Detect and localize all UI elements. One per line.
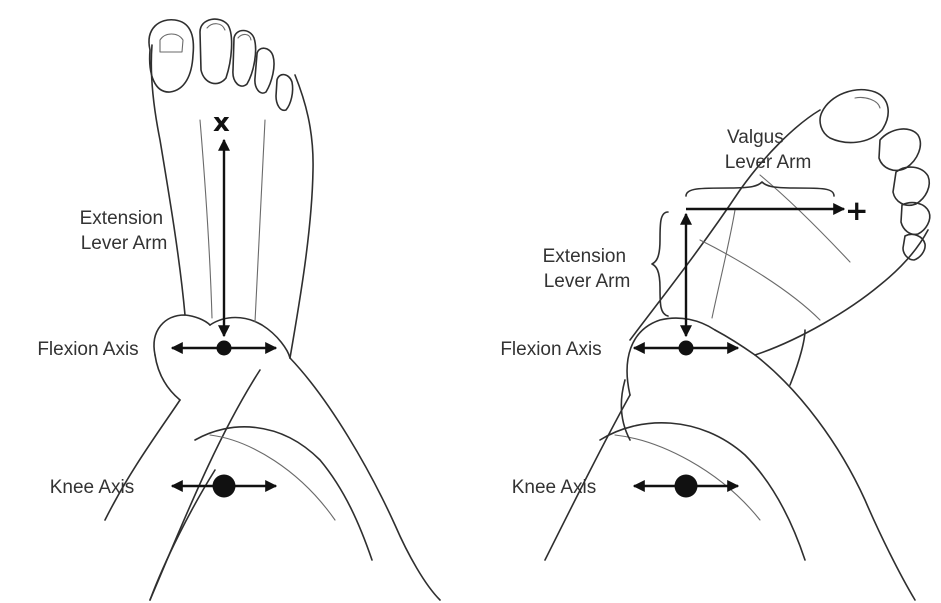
right-extension-label-line1: Extension xyxy=(543,246,626,267)
right-panel: + Valgus Lever Arm Extension Lever Arm F… xyxy=(500,90,929,600)
left-knee-axis-label: Knee Axis xyxy=(50,477,135,498)
right-flexion-axis-dot xyxy=(679,341,694,356)
right-load-mark: + xyxy=(845,194,868,227)
left-extension-label: Extension Lever Arm xyxy=(80,208,169,254)
right-extension-bracket xyxy=(652,212,668,316)
right-valgus-label: Valgus Lever Arm xyxy=(725,127,812,173)
right-valgus-label-line2: Lever Arm xyxy=(725,152,812,173)
left-flexion-axis-label: Flexion Axis xyxy=(37,339,138,360)
left-extension-label-line1: Extension xyxy=(80,208,163,229)
right-extension-label-line2: Lever Arm xyxy=(544,271,631,292)
left-extension-label-line2: Lever Arm xyxy=(81,233,168,254)
left-flexion-axis-dot xyxy=(217,341,232,356)
right-knee-axis-dot xyxy=(675,475,698,498)
right-extension-label: Extension Lever Arm xyxy=(543,246,632,292)
left-foot-sketch xyxy=(105,19,440,600)
right-knee-axis-label: Knee Axis xyxy=(512,477,597,498)
left-load-mark: x xyxy=(213,108,230,138)
left-knee-axis-dot xyxy=(213,475,236,498)
right-flexion-axis-label: Flexion Axis xyxy=(500,339,601,360)
right-valgus-bracket xyxy=(686,182,834,196)
right-valgus-label-line1: Valgus xyxy=(727,127,784,148)
left-panel: x Extension Lever Arm Flexion Axis Knee … xyxy=(37,19,440,600)
